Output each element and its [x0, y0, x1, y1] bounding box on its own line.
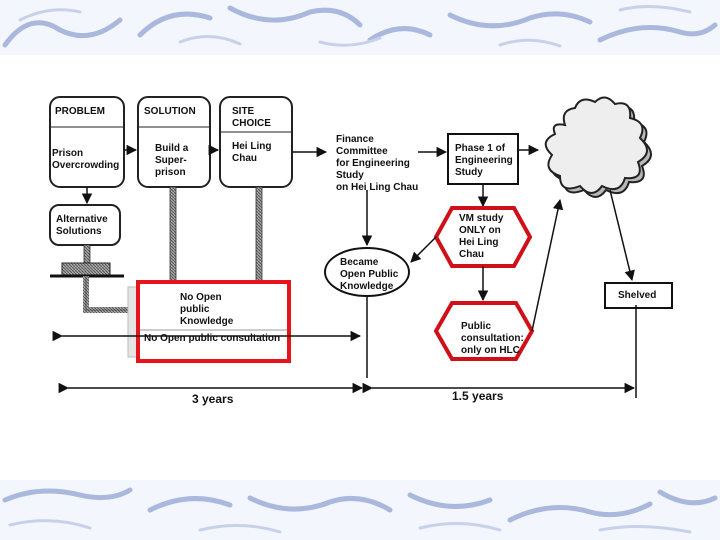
decorative-top-border	[0, 0, 720, 55]
highlight-box	[136, 280, 291, 363]
problem-header: PROBLEM	[55, 106, 105, 117]
solution-body: Build a Super- prison	[155, 143, 189, 178]
arrow-cloud-shelved	[609, 189, 635, 282]
cloud-shape	[544, 96, 652, 198]
decorative-bottom-border	[0, 480, 720, 540]
site-choice-body: Hei Ling Chau	[232, 141, 272, 164]
pillar-solution	[169, 186, 177, 288]
pillar-site	[255, 186, 263, 288]
problem-body: Prison Overcrowding	[52, 148, 120, 171]
arrow-vm-ellipse	[410, 236, 437, 263]
shelved-box	[604, 282, 673, 309]
vm-study-label: VM study ONLY on Hei Ling Chau	[459, 213, 504, 260]
pillar-alternatives	[83, 244, 91, 266]
period-3-years: 3 years	[192, 392, 234, 406]
became-public-label: Became Open Public Knowledge	[340, 257, 399, 292]
site-choice-header: SITE CHOICE	[232, 106, 271, 129]
no-open-knowledge-label: No Open public Knowledge	[180, 292, 234, 327]
phase1-label: Phase 1 of Engineering Study	[455, 143, 513, 178]
became-public-ellipse	[324, 247, 410, 297]
public-consultation-label: Public consultation: only on HLC	[461, 321, 524, 356]
period-1-5-years: 1.5 years	[452, 389, 504, 403]
alternative-solutions-label: Alternative Solutions	[56, 214, 108, 237]
solution-header: SOLUTION	[144, 106, 196, 117]
public-consultation-hexagon	[433, 301, 535, 361]
phase1-box	[447, 133, 519, 185]
shelved-label: Shelved	[618, 290, 657, 301]
no-open-consultation-label: No Open public consultation	[144, 333, 281, 344]
finance-committee-label: Finance Committee for Engineering Study …	[336, 134, 419, 193]
arrow-consultation-shelved	[531, 198, 564, 332]
